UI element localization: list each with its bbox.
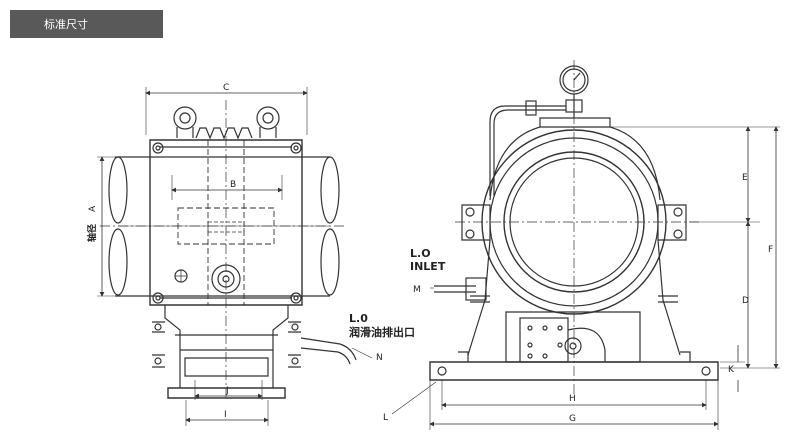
- dim-label-m: M: [413, 285, 421, 295]
- dim-label-j: J: [225, 386, 229, 396]
- left-dimensions: [97, 87, 373, 426]
- dim-label-k: K: [728, 365, 735, 375]
- lo-inlet-line2: INLET: [410, 260, 446, 273]
- left-view: [100, 100, 357, 400]
- dim-label-b: B: [230, 180, 236, 190]
- dim-label-l: L: [383, 413, 388, 423]
- dim-label-g: G: [569, 414, 576, 424]
- shaft-diameter-label: 轴径: [86, 224, 98, 242]
- dim-label-c: C: [223, 83, 229, 93]
- lo-outlet-code: L.0: [349, 312, 368, 325]
- header-title: 标准尺寸: [44, 18, 88, 31]
- lo-inlet-line1: L.O: [410, 247, 431, 260]
- dim-label-i: I: [224, 410, 227, 420]
- right-view: [429, 60, 719, 395]
- dim-label-e: E: [742, 173, 748, 183]
- dim-label-h: H: [569, 394, 576, 404]
- header-bar: 标准尺寸: [10, 10, 163, 38]
- dim-label-f: F: [768, 245, 773, 255]
- lo-outlet-cn: 润滑油排出口: [349, 325, 415, 339]
- right-dimensions: [391, 126, 780, 430]
- dim-label-a: A: [88, 205, 98, 212]
- dim-label-n: N: [376, 353, 383, 363]
- dim-label-d: D: [742, 296, 749, 306]
